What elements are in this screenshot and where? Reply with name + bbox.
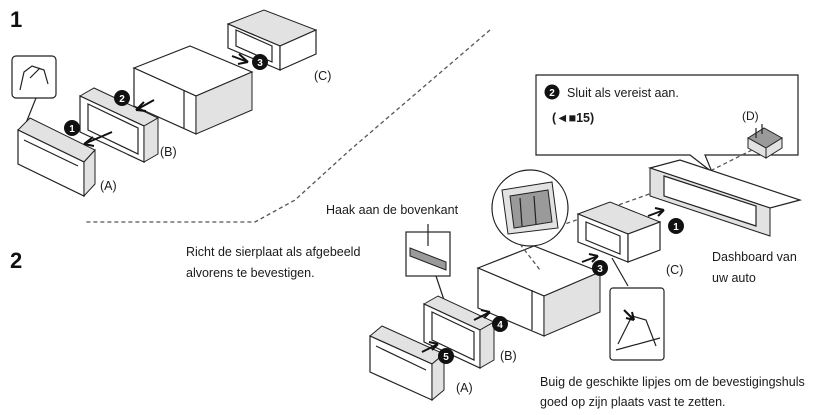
part-label-b-step1: (B) — [160, 145, 177, 159]
trim-frame-b-step2 — [422, 295, 496, 369]
bend-caption-line1: Buig de geschikte lipjes om de bevestigi… — [540, 375, 805, 389]
hook-callout-line — [519, 243, 541, 271]
dashboard — [647, 159, 803, 237]
step1-illustration — [11, 9, 318, 198]
part-label-c-step1: (C) — [314, 69, 331, 83]
release-detail-inset — [11, 55, 57, 129]
svg-text:3: 3 — [257, 58, 263, 69]
mounting-sleeve-c-step2 — [576, 201, 662, 263]
svg-text:4: 4 — [497, 320, 503, 331]
main-unit-step1 — [132, 45, 254, 135]
bend-tabs-inset — [609, 257, 665, 361]
main-unit-step2 — [476, 245, 602, 337]
svg-text:1: 1 — [69, 124, 75, 135]
bend-caption-line2: goed op zijn plaats vast te zetten. — [540, 395, 726, 409]
step-number-2: 2 — [10, 248, 22, 273]
svg-text:2: 2 — [549, 88, 555, 99]
step-badge-install-5: 5 — [438, 348, 454, 364]
part-label-a-step1: (A) — [100, 179, 117, 193]
part-label-b-step2: (B) — [500, 349, 517, 363]
part-label-a-step2: (A) — [456, 381, 473, 395]
hook-top-inset — [405, 224, 451, 301]
svg-text:5: 5 — [443, 352, 449, 363]
orient-caption-line1: Richt de sierplaat als afgebeeld — [186, 245, 360, 259]
mounting-sleeve-c-step1 — [226, 9, 318, 71]
svg-text:3: 3 — [597, 264, 603, 275]
step-badge-install-1: 1 — [668, 218, 684, 234]
faceplate-a-step1 — [17, 117, 96, 198]
dashboard-caption-line1: Dashboard van — [712, 250, 797, 264]
trim-frame-b-step1 — [78, 87, 160, 163]
connect-instruction: Sluit als vereist aan. — [567, 86, 679, 100]
connection-callout — [535, 74, 799, 174]
step-badge-connect: 2 — [544, 84, 560, 100]
svg-text:1: 1 — [673, 222, 679, 233]
connector-d — [747, 124, 783, 159]
step-divider — [85, 29, 491, 223]
part-label-c-step2: (C) — [666, 263, 683, 277]
connect-page-ref: (◄■15) — [552, 111, 594, 125]
step-badge-install-3: 3 — [592, 260, 608, 276]
svg-text:2: 2 — [119, 94, 125, 105]
step-number-1: 1 — [10, 7, 22, 32]
step-badge-3: 3 — [252, 54, 268, 70]
part-label-d: (D) — [742, 109, 759, 123]
dashboard-caption-line2: uw auto — [712, 271, 756, 285]
step-badge-install-4: 4 — [492, 316, 508, 332]
step-badge-1: 1 — [64, 120, 80, 136]
step-badge-2: 2 — [114, 90, 130, 106]
orient-caption-line2: alvorens te bevestigen. — [186, 266, 315, 280]
hook-top-caption: Haak aan de bovenkant — [326, 203, 459, 217]
hook-detail-circle — [491, 169, 569, 247]
